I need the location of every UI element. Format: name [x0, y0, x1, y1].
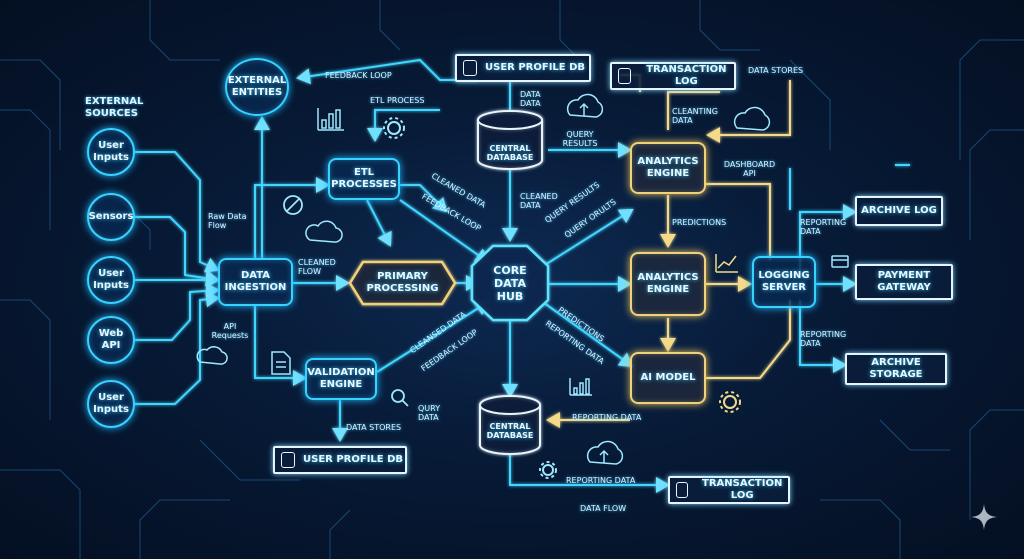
transaction-log-bottom-node: TRANSACTION LOG: [668, 476, 790, 504]
validation-engine-node: VALIDATION ENGINE: [305, 358, 377, 400]
source-user-inputs: User Inputs: [87, 128, 135, 176]
label-data-flow: DATA FLOW: [580, 504, 627, 513]
label-cleaned-data-vert: CLEANED DATA: [520, 192, 558, 210]
central-database-top-shape: [477, 110, 543, 170]
gear-icon: [539, 461, 557, 479]
document-icon: [271, 351, 291, 375]
database-icon: [281, 452, 295, 468]
user-profile-db-top-label: USER PROFILE DB: [485, 62, 586, 73]
source-sensors: Sensors: [87, 193, 135, 241]
search-icon: [283, 195, 409, 407]
primary-processing-shape: [348, 260, 457, 306]
label-qury-data: QURY DATA: [418, 404, 441, 422]
label-query-results-top: QUERY RESULTS: [562, 130, 598, 148]
central-database-bottom-node: CENTRAL DATABASE: [486, 422, 534, 440]
database-icon: [618, 68, 631, 84]
central-database-bottom-shape: [479, 395, 541, 455]
user-profile-db-bottom-label: USER PROFILE DB: [303, 454, 404, 465]
user-profile-db-top-node: USER PROFILE DB: [455, 54, 591, 82]
source-user-inputs: User Inputs: [87, 380, 135, 428]
core-data-hub-shape: [470, 244, 550, 322]
label-api-requests: API Requests: [211, 322, 249, 340]
data-ingestion-node: DATA INGESTION: [218, 258, 293, 306]
transaction-log-top-label: TRANSACTION LOG: [646, 64, 727, 87]
label-data-stores-top: DATA STORES: [748, 66, 804, 75]
source-user-inputs: User Inputs: [87, 256, 135, 304]
bar-chart-icon: [715, 254, 738, 273]
archive-storage-node: ARCHIVE STORAGE: [845, 353, 947, 385]
payment-gateway-node: PAYMENT GATEWAY: [855, 264, 953, 300]
label-raw-data-flow: Raw Data Flow: [208, 212, 247, 230]
bar-chart-icon: [317, 108, 344, 131]
analytics-engine-top-node: ANALYTICS ENGINE: [630, 142, 706, 194]
cyan-connectors: [133, 58, 910, 493]
database-icon: [676, 482, 689, 498]
label-predictions-top: PREDICTIONS: [672, 218, 727, 227]
label-cleaned-flow: CLEANED FLOW: [298, 258, 336, 276]
central-database-top-node: CENTRAL DATABASE: [486, 144, 534, 162]
source-web-api: Web API: [87, 316, 135, 364]
label-reporting-data-mid: REPORTING DATA: [572, 413, 642, 422]
label-feedback-loop-top: FEEDBACK LOOP: [325, 71, 392, 80]
archive-log-node: ARCHIVE LOG: [855, 196, 943, 226]
label-etl-process: ETL PROCESS: [370, 96, 425, 105]
label-dashboard-api: DASHBOARD API: [723, 160, 776, 178]
label-reporting-data-right-top: REPORTING DATA: [800, 218, 847, 236]
analytics-engine-mid-node: ANALYTICS ENGINE: [630, 252, 706, 316]
external-sources-title: EXTERNAL SOURCES: [85, 96, 144, 119]
cloud-icon: [196, 220, 343, 365]
gear-icon: [719, 391, 741, 413]
core-data-hub-node: CORE DATA HUB: [493, 263, 527, 303]
label-data-data: DATA DATA: [520, 90, 541, 108]
gear-icon: [383, 117, 405, 139]
primary-processing-node: PRIMARY PROCESSING: [366, 271, 439, 294]
cloud-upload-icon: [566, 93, 771, 465]
transaction-log-bottom-label: TRANSACTION LOG: [702, 478, 783, 501]
etl-processes-node: ETL PROCESSES: [328, 158, 400, 200]
user-profile-db-bottom-node: USER PROFILE DB: [273, 446, 407, 474]
label-cleaning-data: CLEANTING DATA: [672, 107, 718, 125]
label-reporting-data-right-low: REPORTING DATA: [800, 330, 847, 348]
transaction-log-top-node: TRANSACTION LOG: [610, 62, 736, 90]
ai-model-node: AI MODEL: [630, 352, 706, 404]
database-icon: [463, 60, 477, 76]
sparkle-icon: [971, 504, 997, 530]
label-reporting-data-bottom: REPORTING DATA: [566, 476, 636, 485]
external-entities-node: EXTERNAL ENTITIES: [225, 58, 289, 116]
label-data-stores-low: DATA STORES: [346, 423, 402, 432]
bar-chart-icon: [569, 378, 592, 396]
logging-server-node: LOGGING SERVER: [752, 256, 816, 308]
payment-card-icon: [831, 255, 849, 268]
